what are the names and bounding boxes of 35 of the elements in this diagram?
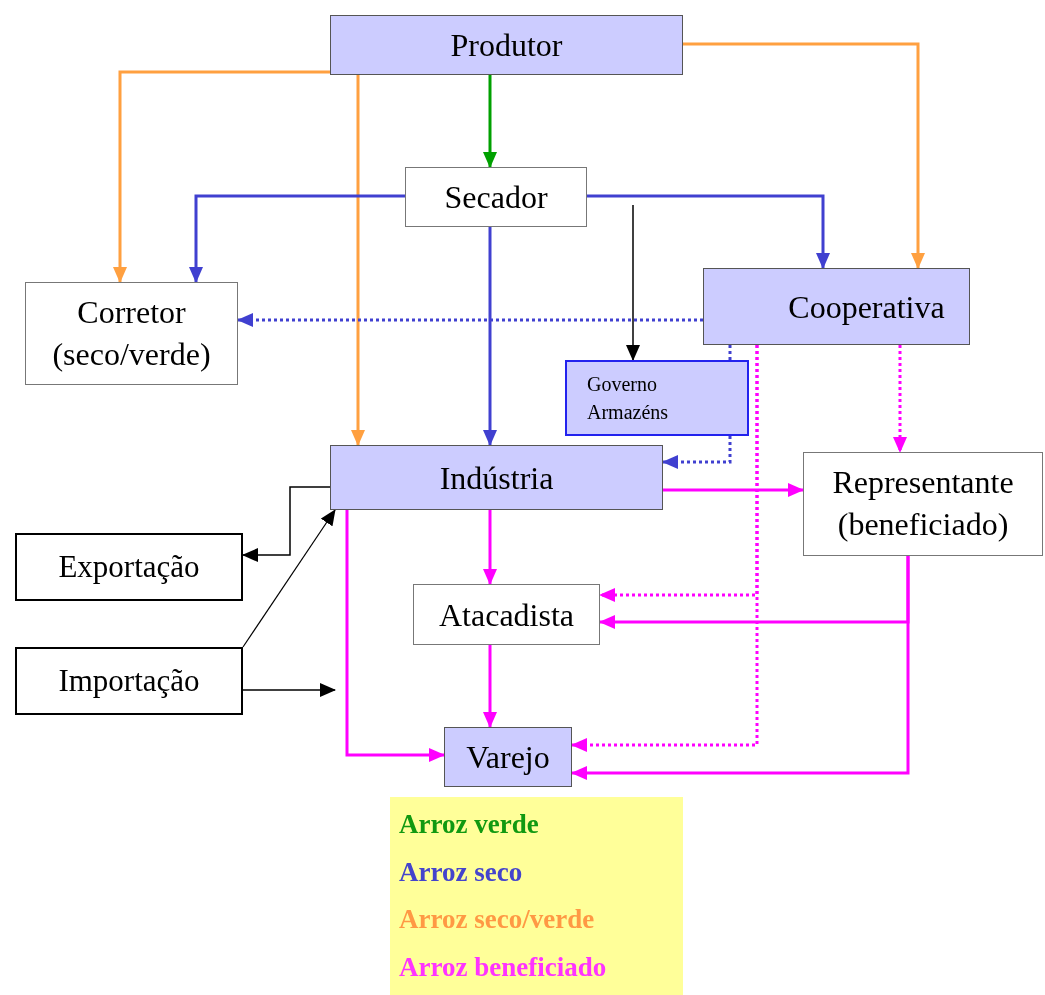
arrow — [345, 510, 445, 762]
process-box: Exportação — [15, 533, 243, 601]
arrow — [189, 194, 405, 283]
arrow — [662, 436, 732, 469]
process-box: Cooperativa — [703, 268, 970, 345]
arrow — [663, 483, 804, 497]
arrow — [351, 75, 365, 446]
process-box: Varejo — [444, 727, 572, 787]
arrow — [483, 75, 497, 168]
legend-entry: Arroz verde — [399, 811, 540, 839]
process-box: Atacadista — [413, 584, 600, 645]
arrow — [483, 645, 497, 728]
process-box: Governo Armazéns — [565, 360, 749, 436]
arrow — [242, 509, 336, 648]
arrow — [113, 70, 330, 283]
arrow — [571, 556, 910, 780]
arrow — [242, 486, 331, 562]
arrow — [626, 204, 640, 361]
process-box: Indústria — [330, 445, 663, 510]
legend-entry: Arroz seco — [399, 858, 524, 886]
process-box: Produtor — [330, 15, 683, 75]
arrow — [571, 345, 759, 752]
legend-entry: Arroz seco/verde — [399, 906, 596, 934]
arrow — [237, 313, 703, 327]
arrow — [683, 42, 925, 269]
process-box: Representante (beneficiado) — [803, 452, 1043, 556]
arrow — [242, 683, 336, 697]
process-box: Corretor (seco/verde) — [25, 282, 238, 385]
arrow — [483, 227, 497, 446]
legend-entry: Arroz beneficiado — [399, 953, 608, 981]
process-box: Secador — [405, 167, 587, 227]
process-box: Importação — [15, 647, 243, 715]
arrow — [483, 510, 497, 585]
arrow — [893, 345, 907, 453]
arrow — [587, 194, 830, 269]
